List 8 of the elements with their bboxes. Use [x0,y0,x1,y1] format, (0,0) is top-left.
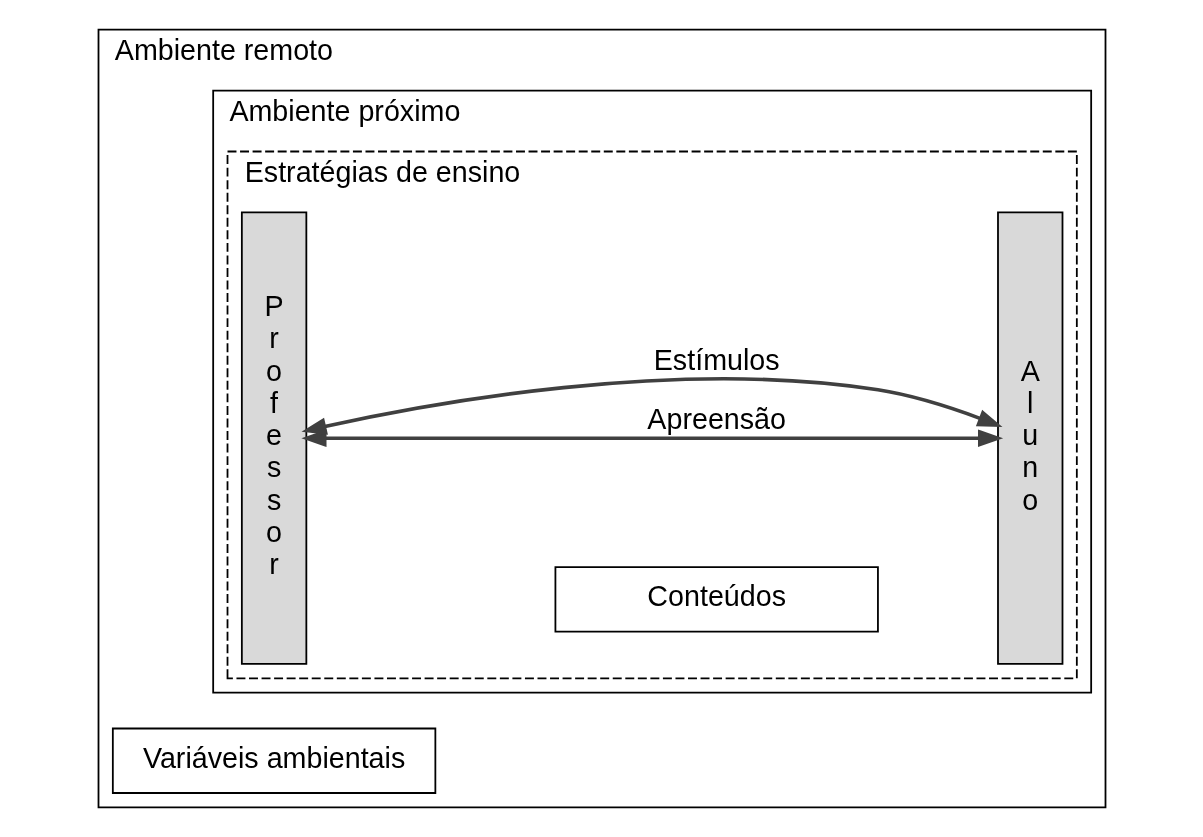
node-box: Aluno [996,211,1063,665]
node-box: Variáveis ambientais [111,727,436,794]
arrow [300,429,1003,447]
node-box: Professor [240,211,307,665]
arrow [301,377,1002,435]
edge-label: Apreensão [646,402,786,435]
node-box: Conteúdos [554,566,879,633]
edge-label: Estímulos [653,343,780,376]
